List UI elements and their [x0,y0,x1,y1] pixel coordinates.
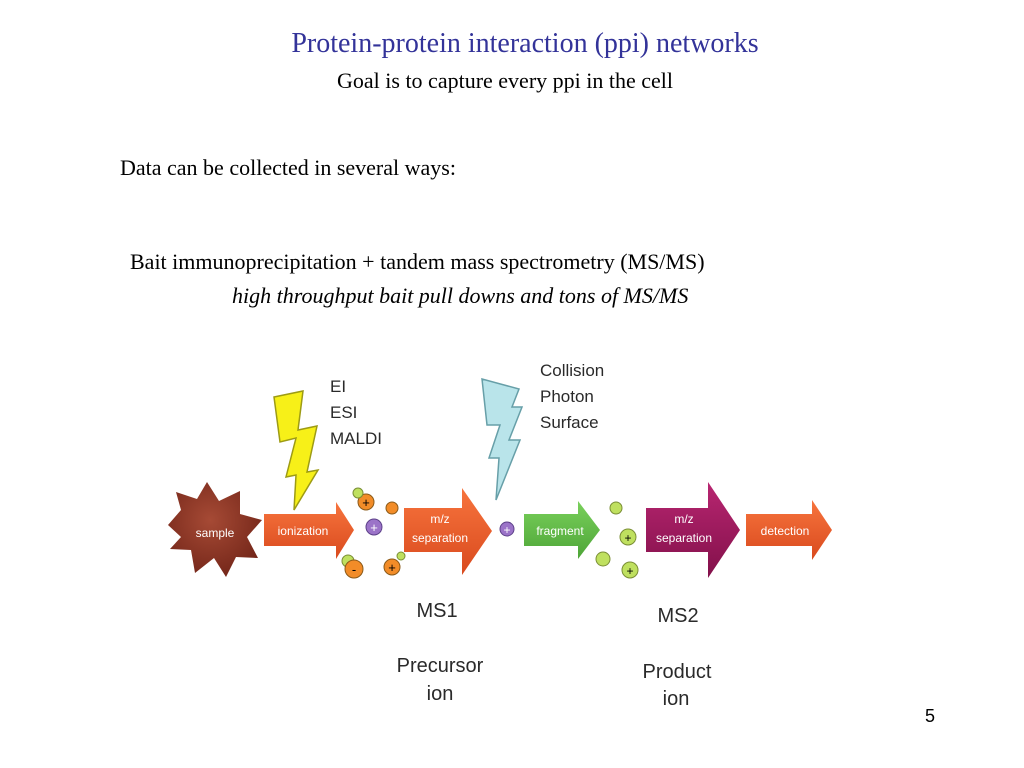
ms2-separation-label-line-1: m/z [674,512,693,526]
ms2-separation-label-line-2: separation [656,531,712,545]
ms1-separation-arrow: m/z separation [404,488,492,575]
plus-sign: + [388,560,396,575]
data-collection-text: Data can be collected in several ways: [120,155,456,180]
fragment-label: fragment [536,524,584,538]
plus-sign: + [370,520,378,535]
product-ion-label-line-1: Product [643,661,712,683]
detection-arrow: detection [746,500,832,560]
precursor-ion-label-line-1: Precursor [397,655,484,677]
fragmentation-method-surface: Surface [540,413,599,432]
product-ions: + + [595,501,639,579]
sample-starburst: sample [168,482,262,577]
plus-sign: + [503,523,510,537]
ionization-source-bolt: EI ESI MALDI [273,377,382,511]
ionization-arrow: ionization [264,502,354,559]
ms1-separation-label-line-1: m/z [430,512,449,526]
plus-sign: + [624,531,631,545]
fragmentation-method-photon: Photon [540,387,594,406]
minus-sign: - [352,562,356,577]
ms2-label: MS2 [657,605,698,627]
method-detail-text: high throughput bait pull downs and tons… [232,283,689,308]
ms1-label: MS1 [416,600,457,622]
fragment-arrow: fragment [524,501,600,559]
slide-title: Protein-protein interaction (ppi) networ… [291,28,759,59]
ionization-label: ionization [278,524,329,538]
product-ion-label-line-2: ion [663,688,690,710]
slide-subtitle: Goal is to capture every ppi in the cell [337,68,673,93]
detection-label: detection [761,524,810,538]
ionization-method-esi: ESI [330,403,357,422]
sample-label: sample [196,526,235,540]
selected-precursor-ion: + [499,521,515,537]
plus-sign: + [362,495,370,510]
ms2-separation-arrow: m/z separation [646,482,740,578]
precursor-ions: + + - + [341,487,406,579]
method-text: Bait immunoprecipitation + tandem mass s… [130,249,705,274]
plus-sign: + [626,564,633,578]
ionization-method-ei: EI [330,377,346,396]
ionization-method-maldi: MALDI [330,429,382,448]
fragmentation-method-collision: Collision [540,361,604,380]
page-number: 5 [925,706,936,726]
precursor-ion-label-line-2: ion [427,683,454,705]
ms1-separation-label-line-2: separation [412,531,468,545]
fragmentation-source-bolt: Collision Photon Surface [481,361,604,501]
